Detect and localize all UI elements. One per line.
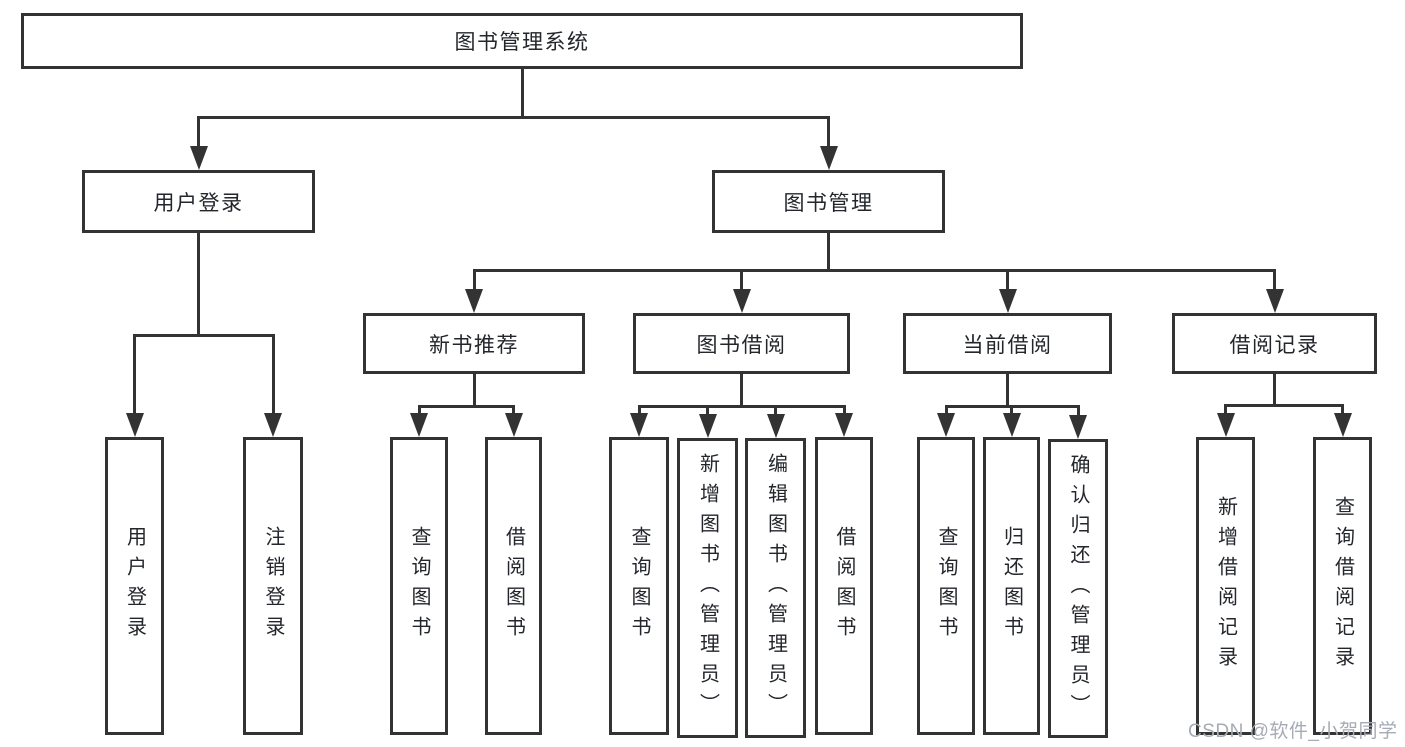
connector-line	[133, 333, 275, 337]
node-borrow-add: 新增图书（管理员）	[677, 438, 738, 738]
connector-line	[1273, 374, 1276, 407]
arrow-down-icon	[937, 413, 955, 437]
node-label-records-add: 新增借阅记录	[1214, 496, 1237, 676]
node-label-borrow-add: 新增图书（管理员）	[696, 453, 719, 723]
node-borrow: 图书借阅	[633, 313, 850, 374]
connector-line	[827, 117, 830, 151]
arrow-down-icon	[698, 414, 717, 438]
connector-line	[133, 335, 136, 418]
arrow-down-icon	[998, 289, 1017, 313]
node-current-confirm: 确认归还（管理员）	[1048, 439, 1108, 738]
node-borrow-query: 查询图书	[609, 437, 669, 735]
connector-line	[706, 406, 709, 419]
arrow-down-icon	[1069, 415, 1087, 439]
node-label-borrow-borrow: 借阅图书	[833, 526, 855, 646]
node-label-current: 当前借阅	[962, 333, 1053, 357]
node-records-query: 查询借阅记录	[1313, 437, 1372, 735]
node-current-query: 查询图书	[917, 437, 975, 735]
connector-line	[417, 404, 515, 408]
connector-line	[1006, 374, 1009, 408]
connector-line	[472, 374, 476, 408]
node-current: 当前借阅	[903, 313, 1112, 374]
arrow-down-icon	[1216, 413, 1235, 437]
node-records-add: 新增借阅记录	[1196, 437, 1255, 735]
connector-line	[417, 406, 421, 418]
node-label-current-confirm: 确认归还（管理员）	[1067, 453, 1089, 724]
connector-line	[271, 335, 275, 418]
connector-line	[1341, 405, 1344, 418]
connector-line	[1006, 270, 1009, 294]
node-borrow-edit: 编辑图书（管理员）	[745, 438, 806, 738]
node-bookmgmt: 图书管理	[712, 170, 945, 233]
node-label-borrow-query: 查询图书	[628, 526, 650, 646]
connector-line	[472, 268, 1276, 272]
node-login-logout: 注销登录	[243, 437, 303, 735]
arrow-down-icon	[125, 413, 144, 437]
connector-line	[512, 406, 515, 418]
node-login: 用户登录	[82, 170, 315, 233]
node-label-newbook: 新书推荐	[429, 333, 519, 357]
node-current-return: 归还图书	[983, 437, 1040, 735]
connector-line	[944, 406, 948, 418]
arrow-down-icon	[630, 413, 648, 437]
arrow-down-icon	[732, 289, 751, 313]
node-label-records: 借阅记录	[1229, 333, 1320, 357]
node-label-records-query: 查询借阅记录	[1331, 496, 1354, 676]
arrow-down-icon	[264, 413, 282, 437]
node-label-newbook-query: 查询图书	[408, 526, 430, 646]
watermark: CSDN @软件_小贺同学	[1188, 721, 1398, 742]
connector-line	[197, 115, 830, 119]
node-label-current-return: 归还图书	[1000, 526, 1023, 646]
connector-line	[637, 406, 641, 418]
arrow-down-icon	[766, 414, 785, 438]
connector-line	[740, 374, 743, 408]
arrow-down-icon	[465, 289, 483, 313]
node-login-login: 用户登录	[105, 437, 164, 735]
node-newbook-borrow: 借阅图书	[485, 437, 542, 735]
node-label-root: 图书管理系统	[454, 31, 590, 54]
arrow-down-icon	[1333, 413, 1352, 437]
arrow-down-icon	[410, 413, 428, 437]
connector-line	[1010, 406, 1013, 418]
node-label-login-logout: 注销登录	[262, 526, 284, 646]
connector-line	[520, 69, 524, 119]
node-newbook-query: 查询图书	[390, 437, 448, 735]
connector-line	[197, 233, 200, 337]
node-label-bookmgmt: 图书管理	[783, 191, 874, 215]
arrow-down-icon	[1265, 289, 1284, 313]
connector-line	[1273, 270, 1276, 294]
node-label-current-query: 查询图书	[935, 526, 957, 646]
connector-line	[1076, 406, 1080, 420]
arrow-down-icon	[189, 146, 208, 170]
node-label-newbook-borrow: 借阅图书	[502, 526, 525, 646]
node-label-borrow: 图书借阅	[696, 333, 787, 357]
node-borrow-borrow: 借阅图书	[815, 437, 873, 735]
connector-line	[827, 233, 830, 272]
connector-line	[774, 406, 777, 419]
connector-line	[1224, 403, 1344, 407]
arrow-down-icon	[504, 413, 523, 437]
node-records: 借阅记录	[1172, 313, 1377, 374]
node-newbook: 新书推荐	[363, 313, 585, 374]
connector-line	[197, 117, 200, 151]
arrow-down-icon	[835, 413, 853, 437]
arrow-down-icon	[1002, 413, 1021, 437]
node-root: 图书管理系统	[21, 13, 1023, 69]
node-label-login: 用户登录	[153, 191, 244, 215]
node-label-borrow-edit: 编辑图书（管理员）	[764, 453, 787, 723]
arrow-down-icon	[819, 146, 838, 170]
connector-line	[842, 406, 846, 418]
connector-line	[472, 270, 476, 294]
connector-line	[1224, 405, 1227, 418]
node-label-login-login: 用户登录	[123, 526, 146, 646]
connector-line	[637, 404, 846, 408]
connector-line	[740, 270, 743, 294]
